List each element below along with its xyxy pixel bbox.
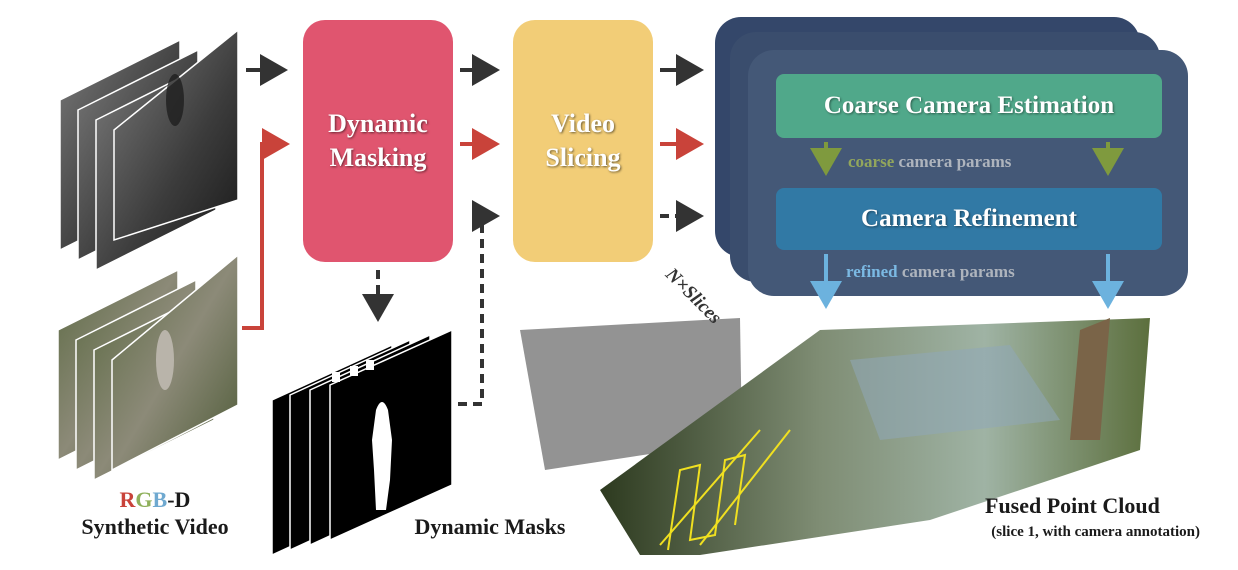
rgbd-d: -D [167, 487, 191, 512]
refined-word: refined [846, 262, 898, 281]
dashed-arrow-icon [458, 200, 500, 406]
coarse-camera-estimation-label: Coarse Camera Estimation [823, 92, 1115, 119]
coarse-params-label: coarse camera params [848, 152, 1011, 172]
rgbd-r: R [119, 487, 136, 512]
dynamic-masking-box: Dynamic Masking [303, 20, 453, 262]
mask-frames-stack [271, 328, 453, 557]
fused-point-cloud-label: Fused Point Cloud [985, 493, 1160, 518]
rgbd-g: G [135, 487, 153, 512]
coarse-camera-estimation-box: Coarse Camera Estimation [776, 74, 1162, 138]
red-arrow-icon [242, 128, 290, 330]
rgb-frames-stack [57, 253, 239, 482]
refined-params-rest: camera params [897, 262, 1015, 281]
rgbd-b: B [152, 487, 168, 512]
video-slicing-box: Video Slicing [513, 20, 653, 262]
camera-refinement-label: Camera Refinement [861, 205, 1077, 232]
video-slicing-label: Video Slicing [545, 109, 621, 172]
depth-frames-stack [59, 28, 239, 272]
fused-point-cloud-image [520, 318, 1150, 555]
dynamic-masks-label: Dynamic Masks [414, 514, 566, 539]
synthetic-video-label: Synthetic Video [81, 514, 229, 539]
refined-params-label: refined camera params [846, 262, 1015, 282]
rgbd-label: RGB-D [55, 486, 255, 514]
fused-point-cloud-subtitle: (slice 1, with camera annotation) [991, 524, 1200, 540]
camera-refinement-box: Camera Refinement [776, 188, 1162, 250]
dynamic-masking-label: Dynamic Masking [328, 109, 428, 172]
coarse-params-rest: camera params [894, 152, 1012, 171]
coarse-word: coarse [848, 152, 895, 171]
